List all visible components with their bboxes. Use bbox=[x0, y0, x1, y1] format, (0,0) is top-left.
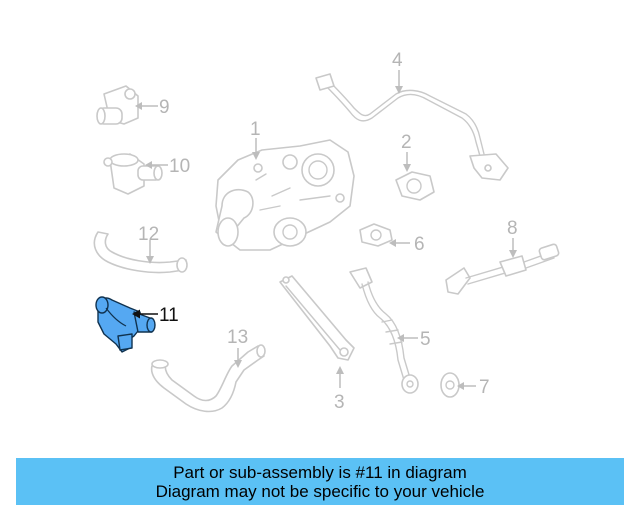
arrow-13 bbox=[234, 360, 242, 368]
callout-9[interactable]: 9 bbox=[159, 97, 170, 118]
parts-diagram: 4 9 10 1 2 bbox=[93, 50, 560, 413]
part-8-oil-line[interactable] bbox=[445, 243, 560, 295]
callout-11[interactable]: 11 bbox=[159, 305, 179, 326]
arrow-4 bbox=[395, 86, 403, 94]
part-11-valve-highlighted[interactable] bbox=[95, 296, 156, 353]
callout-7[interactable]: 7 bbox=[479, 377, 490, 398]
arrow-6 bbox=[389, 239, 396, 247]
part-2-gasket[interactable] bbox=[395, 171, 435, 201]
callout-4[interactable]: 4 bbox=[392, 50, 403, 71]
banner-line-2: Diagram may not be specific to your vehi… bbox=[155, 481, 485, 501]
arrow-11 bbox=[132, 309, 140, 319]
arrow-1 bbox=[252, 152, 260, 160]
part-5-oil-return[interactable] bbox=[349, 267, 419, 394]
arrow-8 bbox=[509, 250, 517, 258]
callout-13[interactable]: 13 bbox=[227, 327, 248, 348]
part-6-gasket[interactable] bbox=[359, 223, 393, 247]
arrow-5 bbox=[397, 334, 404, 342]
callout-2[interactable]: 2 bbox=[401, 132, 412, 153]
callout-10[interactable]: 10 bbox=[169, 156, 190, 177]
info-banner: Part or sub-assembly is #11 in diagram D… bbox=[16, 458, 624, 505]
banner-line-1: Part or sub-assembly is #11 in diagram bbox=[173, 462, 467, 482]
arrow-7 bbox=[457, 382, 464, 390]
part-3-bracket[interactable] bbox=[279, 275, 355, 361]
part-13-hose[interactable] bbox=[150, 344, 266, 413]
arrow-12 bbox=[146, 256, 154, 264]
arrow-3 bbox=[336, 366, 344, 374]
callout-3[interactable]: 3 bbox=[334, 392, 345, 413]
part-12-hose[interactable] bbox=[93, 231, 188, 274]
part-10-valve[interactable] bbox=[103, 153, 163, 195]
arrow-2 bbox=[403, 164, 411, 172]
part-9-fitting[interactable] bbox=[96, 85, 139, 125]
part-4-pipe[interactable] bbox=[315, 73, 509, 181]
arrow-10 bbox=[145, 161, 152, 169]
part-7-gasket[interactable] bbox=[440, 372, 460, 398]
callout-1[interactable]: 1 bbox=[250, 119, 261, 140]
part-1-turbocharger[interactable] bbox=[215, 139, 355, 251]
callout-8[interactable]: 8 bbox=[507, 218, 518, 239]
arrow-9 bbox=[135, 102, 142, 110]
callout-5[interactable]: 5 bbox=[420, 329, 431, 350]
callout-12[interactable]: 12 bbox=[138, 224, 159, 245]
callout-6[interactable]: 6 bbox=[414, 234, 425, 255]
